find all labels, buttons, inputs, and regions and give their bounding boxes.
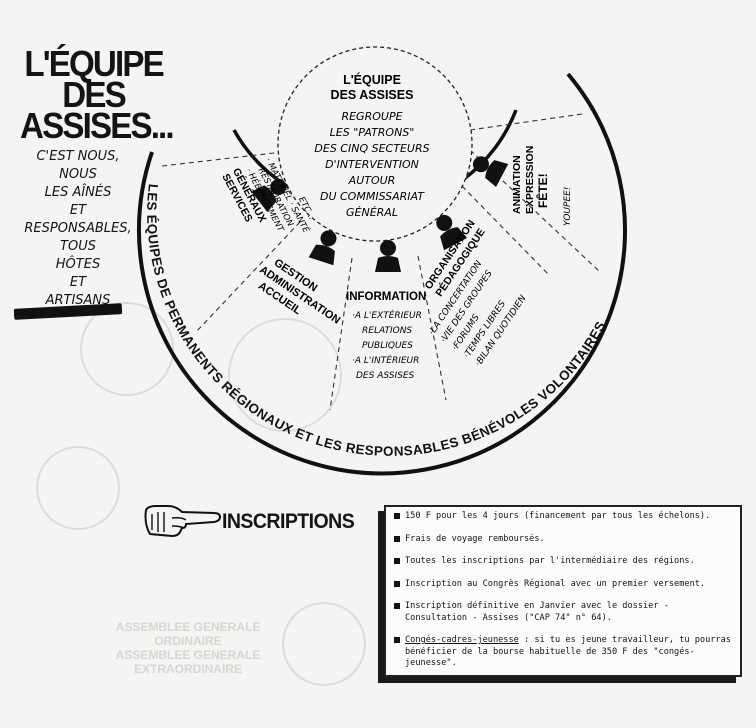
center-line: DU COMMISSARIAT	[320, 190, 425, 203]
note-line: ET	[69, 275, 87, 290]
sector-item: RELATIONS	[362, 326, 412, 336]
center-line: AUTOUR	[348, 174, 396, 187]
ghost-circle-left	[80, 302, 174, 396]
inscriptions-list: 150 F pour les 4 jours (financement par …	[394, 511, 732, 670]
ghost-line-2: ORDINAIRE	[154, 634, 222, 648]
title-line-1: L'ÉQUIPE	[24, 43, 164, 84]
ghost-circle-bottom-left	[36, 446, 120, 530]
person-icon	[436, 214, 467, 251]
team-diagram: LES ÉQUIPES DE PERMANENTS RÉGIONAUX ET L…	[137, 46, 628, 476]
ghost-line-3: ASSEMBLEE GENERALE	[115, 648, 261, 662]
center-line: LES "PATRONS"	[330, 126, 415, 139]
ghost-text-assemblee: ASSEMBLEE GENERALE ORDINAIRE ASSEMBLEE G…	[88, 620, 288, 676]
page-title: L'ÉQUIPE DES ASSISES...	[20, 43, 175, 146]
center-line: D'INTERVENTION	[325, 158, 419, 171]
sector-title: INFORMATION	[346, 291, 426, 303]
sector-item: PUBLIQUES	[362, 341, 413, 351]
sector-item: ·A L'INTÉRIEUR	[352, 354, 419, 366]
center-circle	[277, 46, 473, 242]
item-text: 150 F pour les 4 jours (financement par …	[405, 511, 711, 521]
inscriptions-box: 150 F pour les 4 jours (financement par …	[384, 505, 742, 677]
list-item: Congés-cadres-jeunesse : si tu es jeune …	[394, 635, 732, 670]
item-text: : si tu es jeune travailleur, tu pourras…	[405, 635, 731, 668]
sector-title: ANIMATION	[511, 155, 523, 214]
pointing-hand-icon	[144, 505, 222, 538]
list-item: Frais de voyage remboursés.	[394, 534, 732, 546]
list-item: Toutes les inscriptions par l'intermédia…	[394, 556, 732, 568]
inscriptions-title: INSCRIPTIONS	[222, 510, 355, 533]
title-line-2: DES	[62, 74, 126, 115]
note-line: RESPONSABLES,	[24, 221, 132, 236]
note-line: LES AÎNÉS	[44, 185, 112, 200]
sector-information: INFORMATION ·A L'EXTÉRIEUR RELATIONS PUB…	[346, 291, 426, 381]
note-line: HÔTES	[55, 257, 101, 272]
sector-title: FÊTE!	[535, 173, 550, 208]
sector-title: EXPRESSION	[524, 146, 536, 214]
ghost-circle-middle	[228, 318, 342, 432]
item-text: Inscription définitive en Janvier avec l…	[405, 601, 669, 623]
item-text: Toutes les inscriptions par l'intermédia…	[405, 556, 695, 566]
ghost-line-1: ASSEMBLEE GENERALE	[115, 620, 261, 634]
center-text: L'ÉQUIPE DES ASSISES REGROUPE LES "PATRO…	[314, 72, 429, 219]
person-icon	[251, 179, 287, 213]
note-line: NOUS	[59, 167, 97, 182]
person-icon	[472, 156, 509, 187]
note-line: TOUS	[60, 239, 96, 254]
person-icon	[375, 240, 401, 272]
sector-item: DES ASSISES	[356, 371, 415, 381]
item-text: Inscription au Congrès Régional avec un …	[405, 578, 706, 589]
sector-animation: ANIMATION EXPRESSION FÊTE! YOUPEE!	[511, 146, 573, 226]
center-title-2: DES ASSISES	[331, 88, 414, 102]
outer-arc	[137, 72, 628, 476]
note-line: C'EST NOUS,	[36, 149, 120, 164]
person-figures	[251, 156, 509, 272]
note-line: ET	[69, 203, 87, 218]
item-lead: Congés-cadres-jeunesse	[405, 635, 519, 645]
center-line: REGROUPE	[341, 110, 402, 123]
handwritten-note: C'EST NOUS, NOUS LES AÎNÉS ET RESPONSABL…	[22, 148, 134, 310]
center-title-1: L'ÉQUIPE	[343, 72, 401, 87]
ghost-line-4: EXTRAORDINAIRE	[133, 662, 242, 676]
title-line-3: ASSISES...	[20, 105, 175, 146]
ghost-circle-bottom	[282, 602, 366, 686]
sector-item: ·A L'EXTÉRIEUR	[352, 309, 422, 321]
sector-gestion: GESTION ADMINISTRATION ACCUEIL	[256, 257, 342, 327]
list-item: Inscription au Congrès Régional avec un …	[394, 579, 732, 591]
person-icon	[308, 230, 337, 266]
item-text: Frais de voyage remboursés.	[405, 533, 545, 544]
list-item: Inscription définitive en Janvier avec l…	[394, 601, 732, 624]
list-item: 150 F pour les 4 jours (financement par …	[394, 511, 732, 523]
center-line: DES CINQ SECTEURS	[314, 142, 429, 155]
sector-note: YOUPEE!	[563, 187, 573, 226]
center-line: GÉNÉRAL	[346, 206, 398, 219]
